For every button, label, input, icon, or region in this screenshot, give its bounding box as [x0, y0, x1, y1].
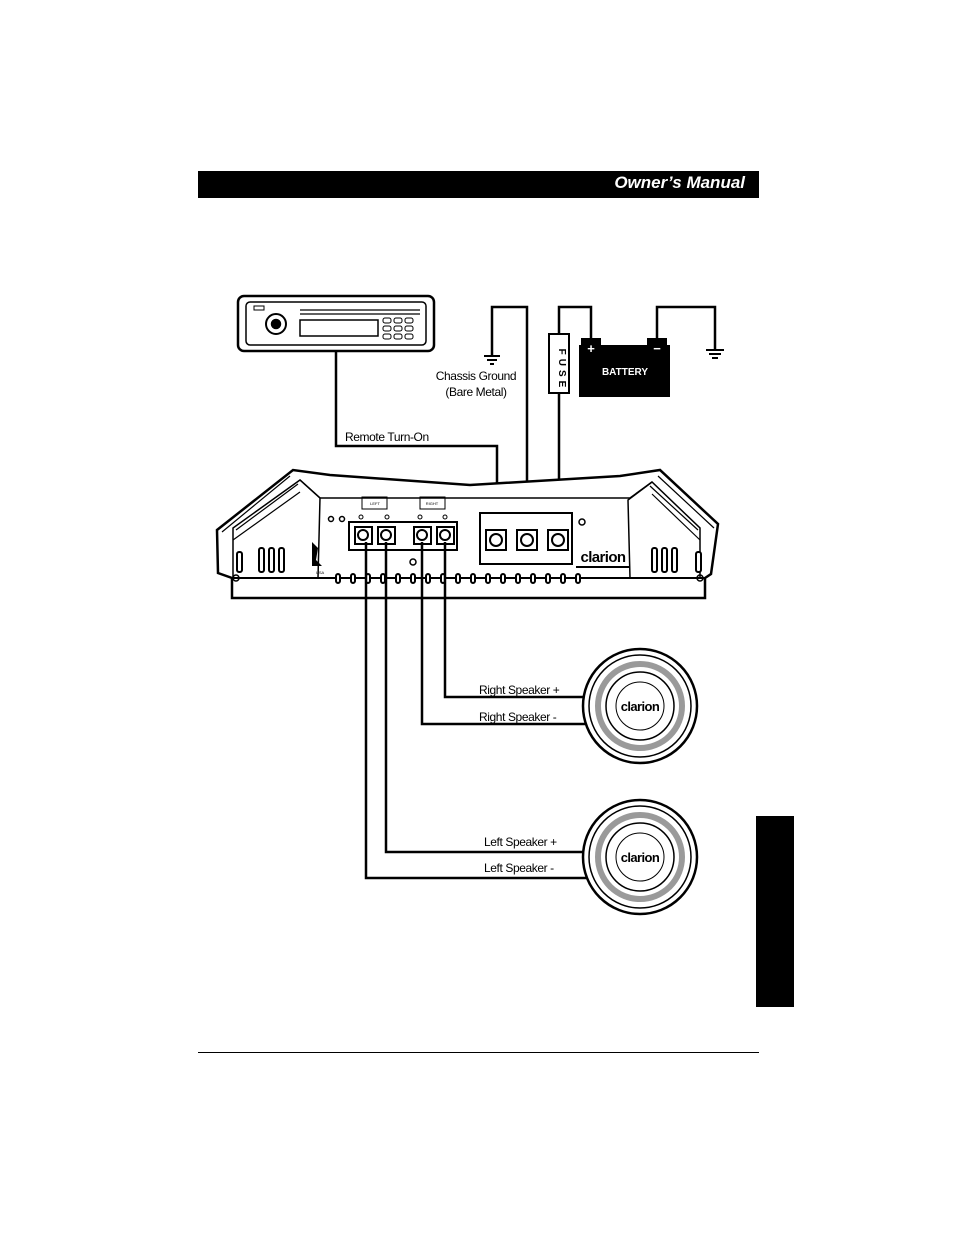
right-speaker-positive-label: Right Speaker + [479, 683, 560, 697]
right-speaker-brand-logo: clarion [621, 699, 660, 714]
remote-turn-on-label: Remote Turn-On [345, 430, 429, 444]
right-channel-label: RIGHT [426, 501, 439, 506]
page-title: Owner’s Manual [614, 173, 745, 192]
amplifier [215, 468, 720, 600]
right-speaker [581, 647, 699, 765]
origin-label: USA [316, 570, 325, 575]
battery-negative-label: − [653, 341, 661, 356]
right-speaker-negative-label: Right Speaker - [479, 710, 557, 724]
footer-rule [198, 1052, 759, 1053]
header-bar: Owner’s Manual [198, 171, 759, 198]
left-speaker [581, 798, 699, 916]
bare-metal-label: (Bare Metal) [445, 385, 507, 399]
battery [579, 338, 670, 397]
amplifier-brand-logo: clarion [581, 549, 626, 566]
side-tab [756, 816, 794, 1007]
chassis-ground-label: Chassis Ground [436, 369, 516, 383]
left-channel-label: LEFT [370, 501, 380, 506]
fuse-label: FUSE [556, 349, 567, 392]
battery-label: BATTERY [602, 367, 648, 378]
head-unit [236, 294, 436, 353]
battery-positive-label: + [587, 341, 595, 356]
left-speaker-negative-label: Left Speaker - [484, 861, 554, 875]
left-speaker-brand-logo: clarion [621, 850, 660, 865]
left-speaker-positive-label: Left Speaker + [484, 835, 557, 849]
